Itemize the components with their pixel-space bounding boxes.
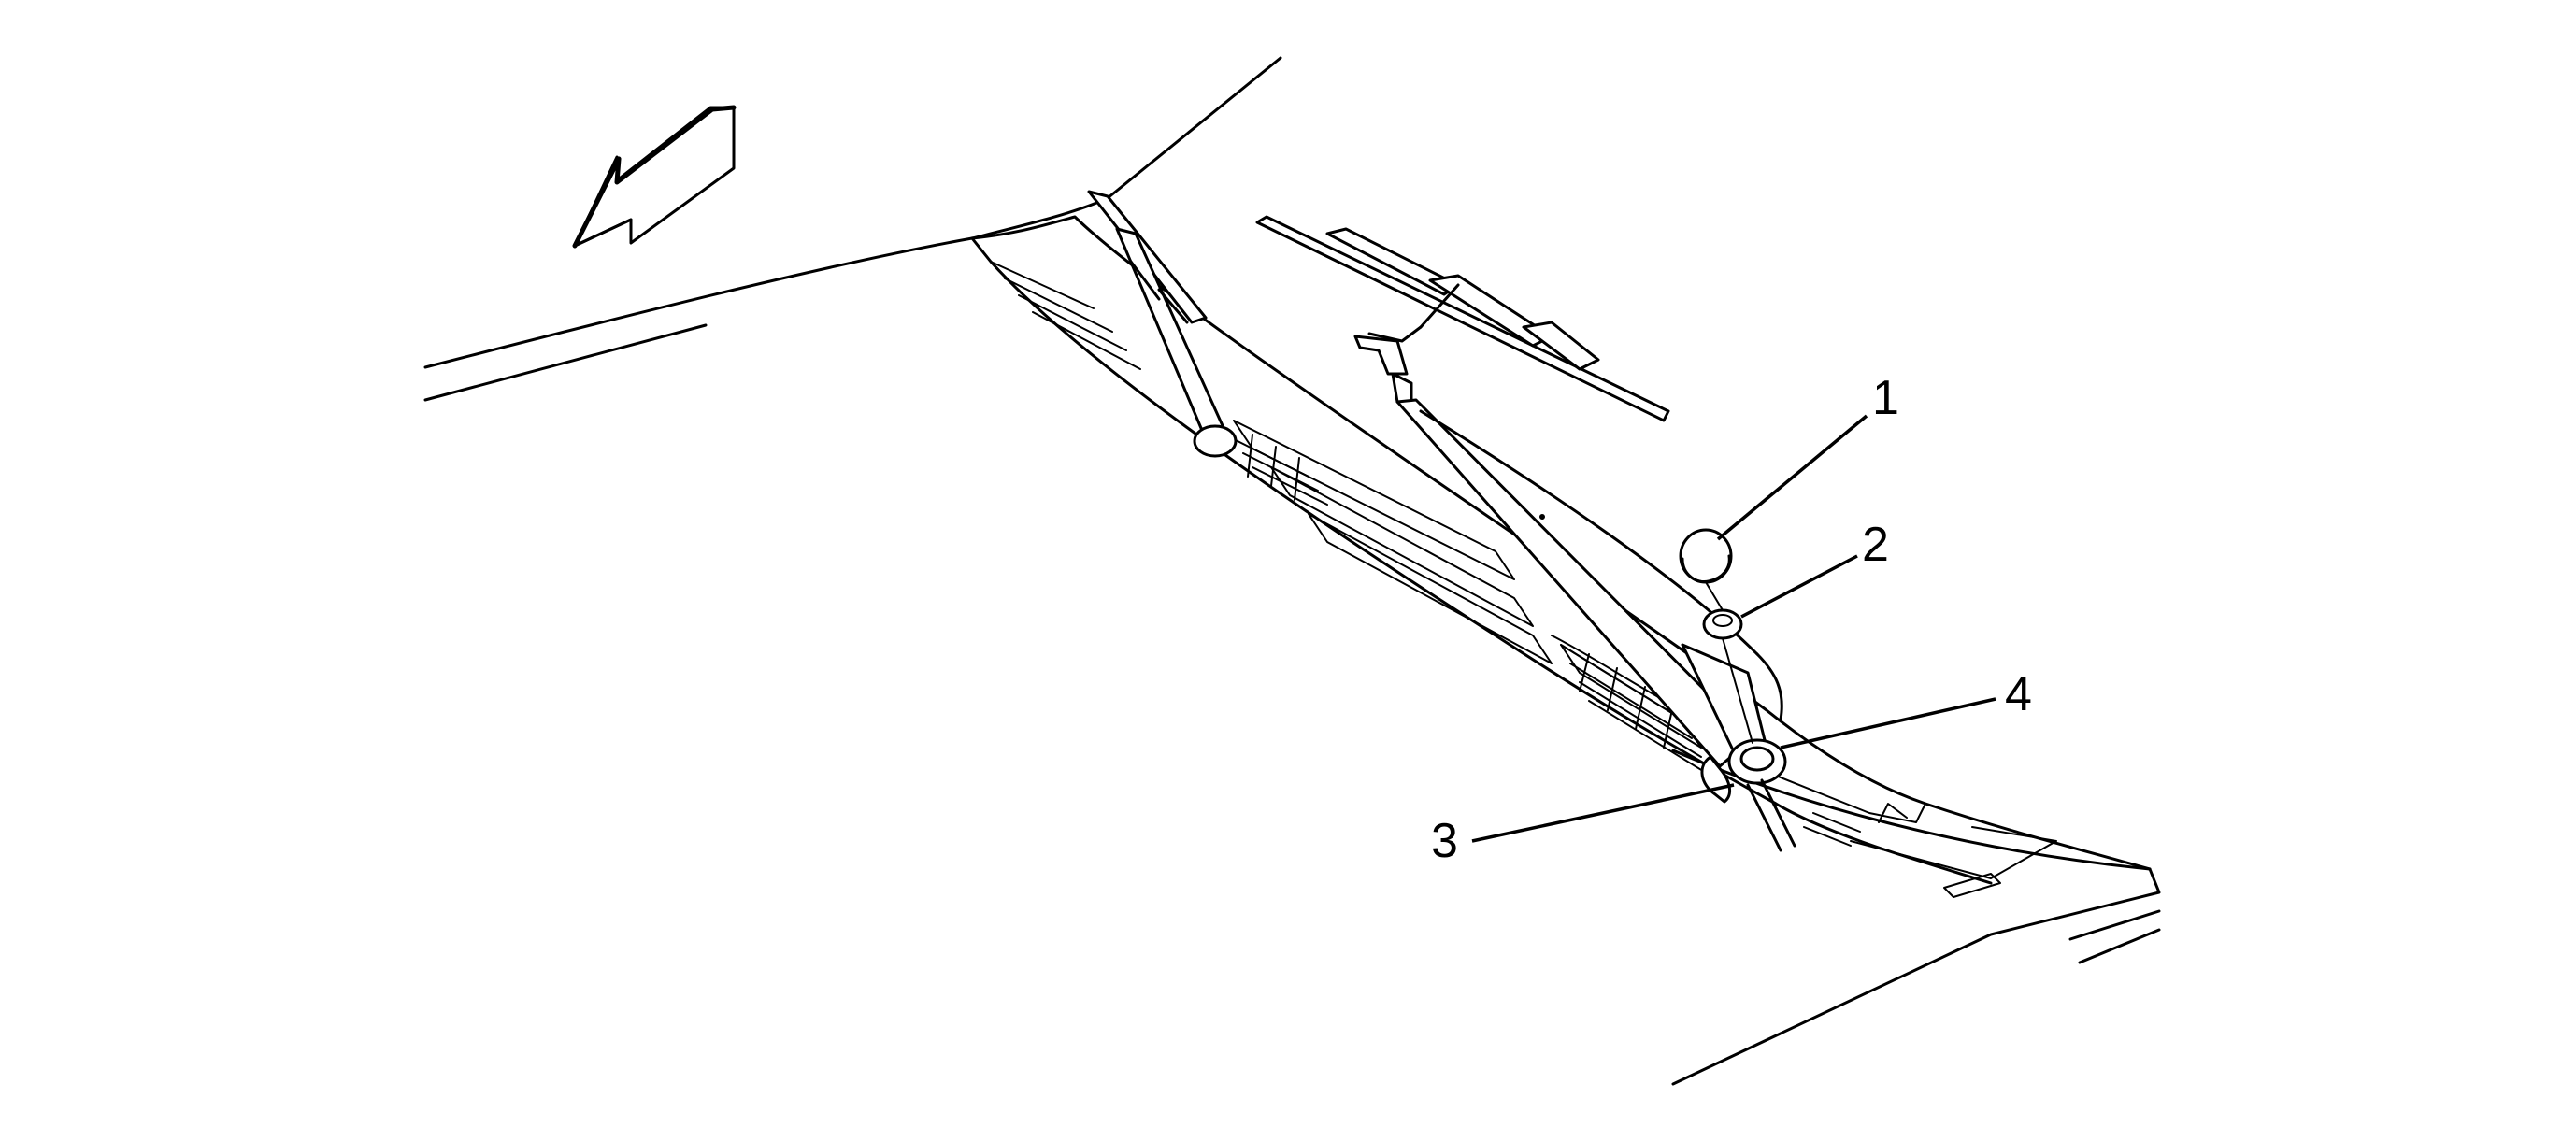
grille-mesh-right	[1560, 644, 1711, 777]
leader-lines	[1471, 414, 1996, 843]
part-2-nut	[1702, 608, 1743, 640]
callout-2: 2	[1862, 518, 1889, 572]
part-4-pivot-shaft	[1727, 738, 1796, 852]
front-direction-arrow-icon	[572, 105, 737, 249]
grille-mesh-left	[1233, 434, 1328, 506]
right-wiper-blade	[1255, 215, 1670, 422]
part-1-nut-cap	[1679, 528, 1733, 584]
callout-4: 4	[2005, 667, 2032, 721]
callout-1: 1	[1872, 371, 1899, 425]
assembly-alignment-lines	[1705, 581, 1753, 744]
left-wiper-arm	[1087, 190, 1238, 458]
hood-outline	[423, 56, 2161, 1086]
cowl-vent-panel	[970, 215, 2152, 898]
part-3-arm-clip	[1700, 755, 1732, 804]
callout-3: 3	[1431, 814, 1458, 868]
